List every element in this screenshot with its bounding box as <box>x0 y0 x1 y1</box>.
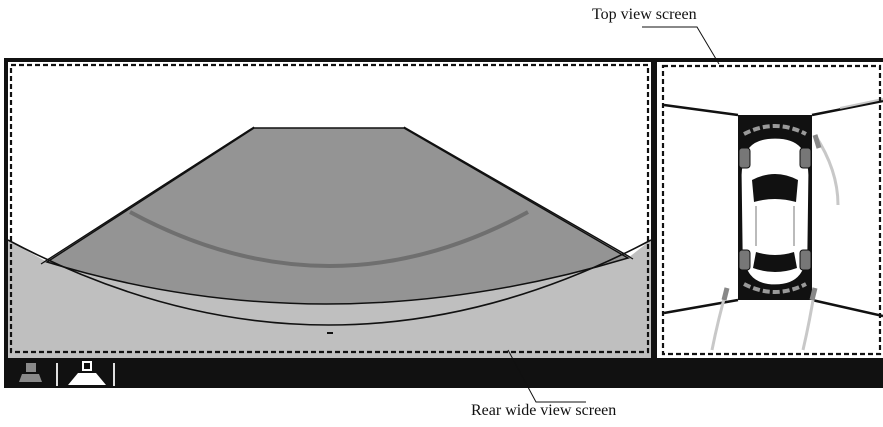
front-proximity-marks <box>743 124 807 136</box>
front-right-extension <box>839 98 883 109</box>
road-area <box>45 127 630 305</box>
rear-left-guide-mark <box>721 287 730 301</box>
rear-view-dashed-outline <box>9 63 650 354</box>
ground-area <box>8 240 651 358</box>
rear-left-boundary <box>663 298 739 315</box>
top-view-leader-line <box>642 26 720 65</box>
screen-divider <box>651 58 657 388</box>
left-guide-line-inner <box>40 128 252 265</box>
car-icon <box>738 137 812 286</box>
camera-rear-wide-view-icon[interactable] <box>68 361 106 385</box>
status-bar <box>19 361 115 386</box>
top-view-callout-label: Top view screen <box>592 6 697 23</box>
front-right-boundary <box>811 99 883 117</box>
rear-proximity-marks <box>743 282 807 294</box>
rear-wide-view-callout-label: Rear wide view screen <box>471 402 617 419</box>
distance-guide-arc <box>129 210 529 268</box>
top-view-dashed-outline <box>661 64 882 356</box>
rear-wide-view-screen[interactable] <box>7 62 652 358</box>
rear-right-boundary <box>811 298 883 318</box>
bumper-edge-arc <box>7 239 652 326</box>
right-front-guide-mark <box>812 134 822 149</box>
top-view-screen[interactable] <box>657 62 883 358</box>
camera-front-view-icon[interactable] <box>19 363 42 382</box>
rear-right-guide-mark <box>809 287 818 301</box>
right-guide-line-inner <box>406 128 634 260</box>
front-left-boundary <box>663 103 739 117</box>
rear-view-leader-line <box>507 349 586 403</box>
